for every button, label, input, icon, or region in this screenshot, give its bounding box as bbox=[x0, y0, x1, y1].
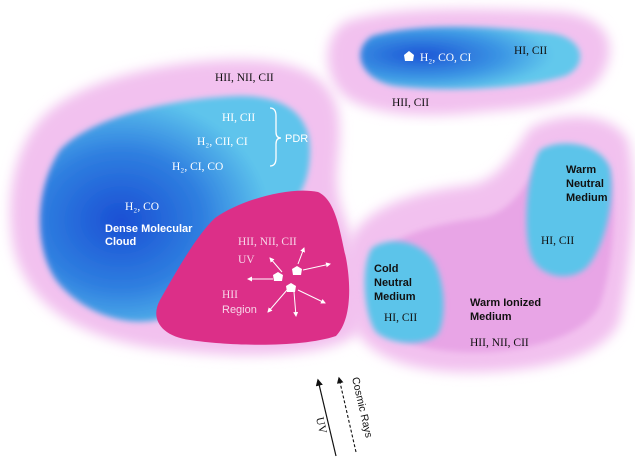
star-icon bbox=[404, 51, 414, 61]
hii-species-label: HII, NII, CII bbox=[238, 236, 297, 248]
hii-region bbox=[156, 190, 350, 345]
main-cloud bbox=[10, 59, 634, 373]
uv-ray bbox=[267, 289, 288, 313]
main-ion-label: HII, NII, CII bbox=[215, 72, 274, 84]
cold-neutral-medium bbox=[364, 241, 444, 343]
cold-name-1: Cold bbox=[374, 263, 398, 275]
pdr-line-1: HI, CII bbox=[222, 112, 255, 124]
uv-arrow-label: UV bbox=[313, 416, 329, 436]
pdr-bracket bbox=[269, 107, 282, 167]
uv-ray bbox=[302, 262, 331, 271]
top-outer-label: HI, CII bbox=[514, 45, 547, 57]
cold-name-3: Medium bbox=[374, 291, 416, 303]
warm-neutral-name-3: Medium bbox=[566, 192, 608, 204]
uv-arrow bbox=[315, 378, 337, 457]
warm-ionized-name-2: Medium bbox=[470, 311, 512, 323]
pdr-line-2: H₂, CII, CI bbox=[197, 136, 248, 148]
star-icon bbox=[273, 272, 283, 281]
pdr-line-3: H₂, CI, CO bbox=[172, 161, 223, 173]
dense-cloud-name-2: Cloud bbox=[105, 236, 136, 248]
hii-stars bbox=[247, 247, 331, 317]
core-species-label: H₂, CO bbox=[125, 201, 159, 213]
star-icon bbox=[286, 283, 296, 292]
pdr-tag: PDR bbox=[285, 133, 308, 145]
top-core-label: H₂, CO, CI bbox=[420, 52, 471, 64]
top-cloud-core bbox=[360, 26, 581, 90]
warm-neutral-name-1: Warm bbox=[566, 164, 596, 176]
cold-name-2: Neutral bbox=[374, 277, 412, 289]
cosmic-rays-label: Cosmic Rays bbox=[349, 376, 375, 439]
warm-ionized-name-1: Warm Ionized bbox=[470, 297, 541, 309]
top-cloud bbox=[327, 9, 610, 116]
uv-ray bbox=[293, 291, 299, 317]
uv-ray bbox=[269, 257, 283, 273]
cosmic-rays-arrow bbox=[336, 376, 357, 453]
warm-neutral-name-2: Neutral bbox=[566, 178, 604, 190]
dense-cloud-name-1: Dense Molecular bbox=[105, 223, 193, 235]
uv-ray bbox=[297, 247, 305, 265]
top-ion-label: HII, CII bbox=[392, 97, 429, 109]
hii-name-2: Region bbox=[222, 304, 257, 316]
warm-ionized-species-label: HII, NII, CII bbox=[470, 337, 529, 349]
cold-species-label: HI, CII bbox=[384, 312, 417, 324]
uv-ray bbox=[297, 289, 326, 304]
star-icon bbox=[292, 266, 302, 275]
molecular-cloud bbox=[39, 96, 310, 322]
hii-uv-label: UV bbox=[238, 254, 255, 266]
hii-name-1: HII bbox=[222, 289, 238, 301]
warm-neutral-species-label: HI, CII bbox=[541, 235, 574, 247]
warm-neutral-medium bbox=[526, 143, 612, 277]
